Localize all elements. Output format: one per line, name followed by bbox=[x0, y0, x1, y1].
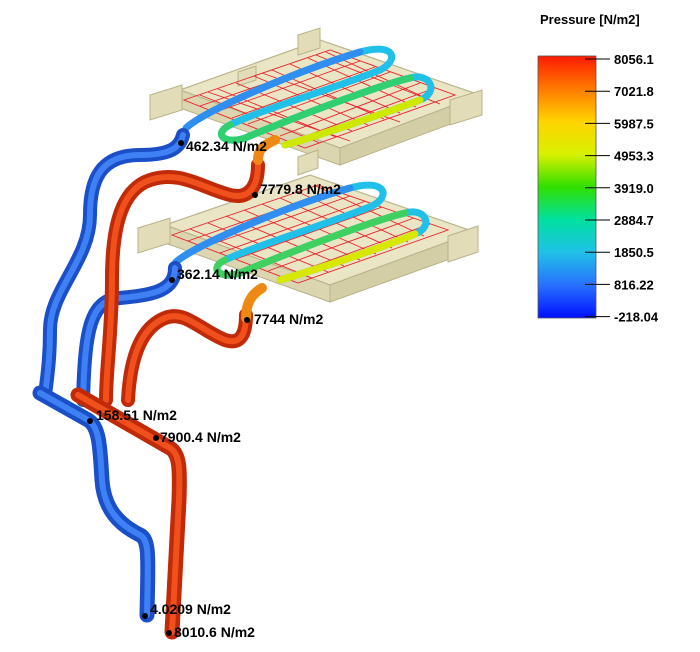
legend-tick-label: 3919.0 bbox=[614, 181, 654, 196]
probe-label-return-outlet: 4.0209 N/m2 bbox=[150, 601, 231, 617]
probe-label-supply-inlet: 8010.6 N/m2 bbox=[174, 624, 255, 640]
legend-tick-label: 816.22 bbox=[614, 277, 654, 292]
blue-return-pipe-upper bbox=[38, 128, 190, 402]
probe-labels: 462.34 N/m2 7779.8 N/m2 362.14 N/m2 7744… bbox=[96, 138, 341, 640]
legend-tick-label: 2884.7 bbox=[614, 213, 654, 228]
probe-markers bbox=[87, 140, 258, 636]
pressure-legend: Pressure [N/m2] 8056.1 7021.8 5987.5 4953.3… bbox=[537, 12, 659, 325]
probe-marker bbox=[87, 418, 93, 424]
legend-title: Pressure [N/m2] bbox=[540, 12, 640, 27]
probe-marker bbox=[169, 277, 175, 283]
legend-tick-label: -218.04 bbox=[614, 310, 659, 325]
probe-label-upper-outlet: 462.34 N/m2 bbox=[186, 138, 267, 154]
probe-marker bbox=[178, 140, 184, 146]
red-supply-pipe-lower bbox=[121, 283, 267, 407]
red-supply-pipe-upper bbox=[99, 135, 280, 407]
upper-cooling-plate bbox=[149, 27, 483, 166]
legend-tick-label: 8056.1 bbox=[614, 52, 654, 67]
legend-color-bar bbox=[537, 55, 597, 319]
probe-marker bbox=[244, 317, 250, 323]
probe-label-upper-inlet: 7779.8 N/m2 bbox=[260, 181, 341, 197]
legend-tick-label: 4953.3 bbox=[614, 149, 654, 164]
legend-tick-label: 5987.5 bbox=[614, 116, 654, 131]
probe-marker bbox=[153, 435, 159, 441]
legend-tick-label: 7021.8 bbox=[614, 84, 654, 99]
probe-label-lower-outlet: 362.14 N/m2 bbox=[177, 266, 258, 282]
red-main-supply-pipe bbox=[70, 387, 187, 640]
probe-marker bbox=[252, 192, 258, 198]
probe-label-supply-junction: 7900.4 N/m2 bbox=[160, 429, 241, 445]
blue-main-return-pipe bbox=[32, 385, 156, 623]
probe-marker bbox=[166, 630, 172, 636]
probe-label-return-junction: 158.51 N/m2 bbox=[96, 407, 177, 423]
probe-marker bbox=[142, 613, 148, 619]
probe-label-lower-inlet: 7744 N/m2 bbox=[254, 311, 323, 327]
legend-tick-label: 1850.5 bbox=[614, 245, 654, 260]
